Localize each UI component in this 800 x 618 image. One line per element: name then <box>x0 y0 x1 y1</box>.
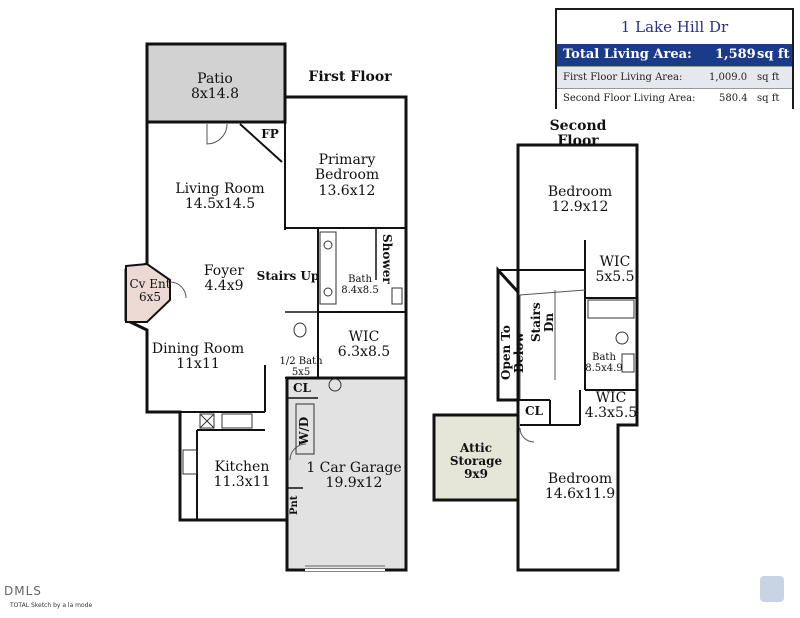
first-label: First Floor Living Area: <box>563 72 683 83</box>
total-unit: sq ft <box>757 47 790 62</box>
attic-storage-dims: 9x9 <box>464 467 488 482</box>
bath-second-dims: 8.5x4.9 <box>585 363 623 374</box>
kitchen-dims: 11.3x11 <box>213 474 271 491</box>
second-floor-outline <box>496 143 639 572</box>
primary-bedroom-name: Primary Bedroom <box>314 152 380 184</box>
patio-area <box>145 42 287 124</box>
foyer-name: Foyer <box>203 263 245 279</box>
address-title: 1 Lake Hill Dr <box>620 18 729 36</box>
dining-room-name: Dining Room <box>151 341 245 357</box>
wd-label: W/D <box>297 416 311 446</box>
fp-label: FP <box>261 127 279 141</box>
bedroom-top-name: Bedroom <box>547 184 613 200</box>
total-living-area-row: Total Living Area: 1,589 sq ft <box>557 44 792 66</box>
second-label: Second Floor Living Area: <box>563 93 696 104</box>
wic-bottom-dims: 4.3x5.5 <box>584 405 638 422</box>
wic-top-label: WIC 5x5.5 <box>588 254 642 286</box>
sketch-credit: TOTAL Sketch by a la mode <box>10 602 93 609</box>
bath-name: Bath <box>348 274 372 285</box>
first-unit: sq ft <box>757 72 780 83</box>
half-bath-name: 1/2 Bath <box>279 356 323 367</box>
bedroom-bottom-name: Bedroom <box>547 471 613 487</box>
primary-bedroom-label: Primary Bedroom 13.6x12 <box>285 152 409 199</box>
living-room-dims: 14.5x14.5 <box>184 196 256 213</box>
dining-room-label: Dining Room 11x11 <box>148 341 248 373</box>
second-floor-heading: Second Floor <box>549 118 607 150</box>
first-floor-area-row: First Floor Living Area: 1,009.0 sq ft <box>557 66 792 89</box>
bath-second-name: Bath <box>592 352 616 363</box>
open-to-below-label: Open To Below <box>499 325 527 381</box>
attic-storage-name: Attic Storage <box>449 441 503 469</box>
primary-bedroom-dims: 13.6x12 <box>318 182 376 199</box>
garage-label: 1 Car Garage 19.9x12 <box>302 460 406 492</box>
cv-ent-area <box>125 262 171 323</box>
cv-ent-name: Cv Ent <box>129 277 171 291</box>
half-bath-dims: 5x5 <box>291 367 311 378</box>
living-room-label: Living Room 14.5x14.5 <box>160 181 280 213</box>
house-badge-icon <box>760 576 784 602</box>
wic-name: WIC <box>348 329 380 345</box>
bedroom-top-dims: 12.9x12 <box>551 199 609 216</box>
pnt-label: Pnt <box>289 495 300 515</box>
cv-ent-label: Cv Ent 6x5 <box>126 277 174 305</box>
dmls-logo: DMLS <box>4 584 42 598</box>
bath-second-label: Bath 8.5x4.9 <box>582 352 626 374</box>
wic-dims: 6.3x8.5 <box>337 344 391 361</box>
living-room-name: Living Room <box>175 181 265 197</box>
wic-label: WIC 6.3x8.5 <box>328 329 400 361</box>
bath-label: Bath 8.4x8.5 <box>338 274 382 296</box>
wic-top-dims: 5x5.5 <box>595 269 635 286</box>
bedroom-bottom-label: Bedroom 14.6x11.9 <box>530 471 630 503</box>
half-bath-label: 1/2 Bath 5x5 <box>278 356 324 378</box>
shower-label: Shower <box>380 234 395 284</box>
patio-label: Patio 8x14.8 <box>160 71 270 103</box>
attic-storage-area <box>432 413 520 502</box>
attic-storage-label: Attic Storage 9x9 <box>436 441 516 482</box>
patio-dims: 8x14.8 <box>191 86 239 103</box>
second-floor-area-row: Second Floor Living Area: 580.4 sq ft <box>557 88 792 111</box>
cl-label-second: CL <box>525 404 543 418</box>
area-summary-box: 1 Lake Hill Dr Total Living Area: 1,589 … <box>555 8 794 111</box>
kitchen-name: Kitchen <box>214 459 270 475</box>
first-value: 1,009.0 <box>709 72 748 83</box>
stairs-dn-label: Stairs Dn <box>529 302 557 342</box>
cl-label-first: CL <box>293 381 311 395</box>
first-floor-heading: First Floor <box>308 69 392 85</box>
garage-dims: 19.9x12 <box>325 475 383 492</box>
second-unit: sq ft <box>757 93 780 104</box>
garage-name: 1 Car Garage <box>306 460 402 476</box>
dining-room-dims: 11x11 <box>176 356 220 373</box>
bedroom-top-label: Bedroom 12.9x12 <box>530 184 630 216</box>
wic-top-name: WIC <box>599 254 631 270</box>
total-value: 1,589 <box>715 47 756 62</box>
bedroom-bottom-dims: 14.6x11.9 <box>544 486 616 503</box>
kitchen-label: Kitchen 11.3x11 <box>200 459 284 491</box>
second-value: 580.4 <box>719 93 748 104</box>
bath-dims: 8.4x8.5 <box>341 285 379 296</box>
wic-bottom-label: WIC 4.3x5.5 <box>582 390 640 422</box>
wic-bottom-name: WIC <box>595 390 627 406</box>
foyer-label: Foyer 4.4x9 <box>192 263 256 295</box>
stairs-up-label: Stairs Up <box>256 269 320 283</box>
cv-ent-dims: 6x5 <box>138 290 162 305</box>
foyer-dims: 4.4x9 <box>204 278 244 295</box>
total-label: Total Living Area: <box>563 47 692 62</box>
patio-name: Patio <box>197 71 233 87</box>
